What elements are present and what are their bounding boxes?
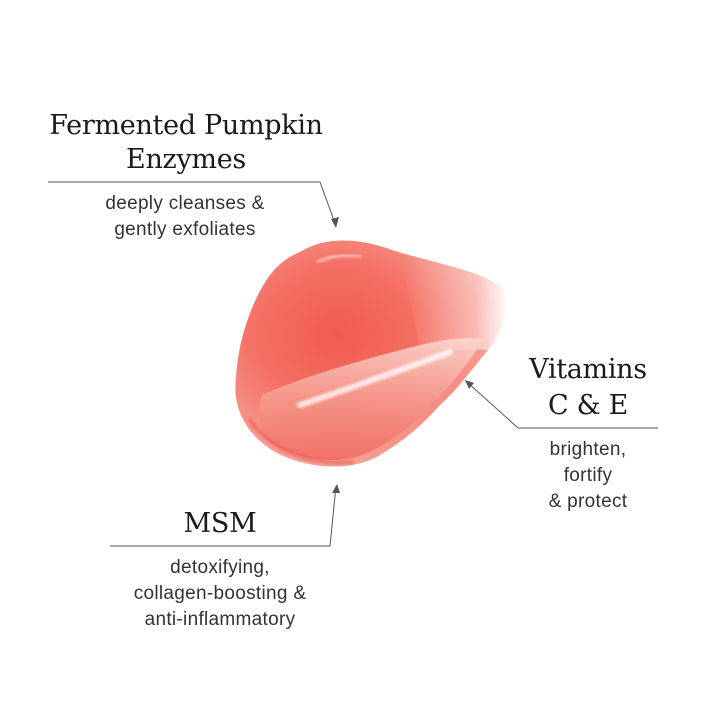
vitamins-desc-line1: brighten, bbox=[549, 439, 627, 460]
pumpkin-desc-line2: gently exfoliates bbox=[114, 219, 256, 240]
vitamins-title-line2: C & E bbox=[547, 390, 629, 421]
gel-highlight bbox=[297, 349, 453, 408]
msm-arrowhead bbox=[332, 484, 340, 493]
gel-highlight-small bbox=[316, 253, 362, 264]
pumpkin-desc-line1: deeply cleanses & bbox=[105, 193, 265, 214]
vitamins-leader-line bbox=[466, 381, 658, 429]
msm-desc-line3: anti-inflammatory bbox=[144, 609, 296, 630]
gel-shadow-edge bbox=[248, 418, 354, 465]
msm-leader-line bbox=[110, 485, 337, 547]
msm-desc-line1: detoxifying, bbox=[170, 557, 270, 578]
vitamins-title-line1: Vitamins bbox=[529, 354, 647, 385]
vitamins-desc-line3: & protect bbox=[548, 491, 628, 512]
pumpkin-title-line2: Enzymes bbox=[126, 144, 246, 175]
vitamins-desc-line2: fortify bbox=[563, 465, 613, 486]
gel-lip bbox=[258, 337, 484, 461]
vitamins-arrowhead bbox=[465, 380, 474, 389]
pumpkin-arrowhead bbox=[331, 217, 339, 228]
msm-desc-line2: collagen-boosting & bbox=[133, 583, 307, 604]
pumpkin-leader-line bbox=[48, 181, 337, 227]
msm-title: MSM bbox=[183, 508, 257, 539]
gel-fade bbox=[400, 250, 510, 350]
pumpkin-title-line1: Fermented Pumpkin bbox=[49, 110, 323, 141]
